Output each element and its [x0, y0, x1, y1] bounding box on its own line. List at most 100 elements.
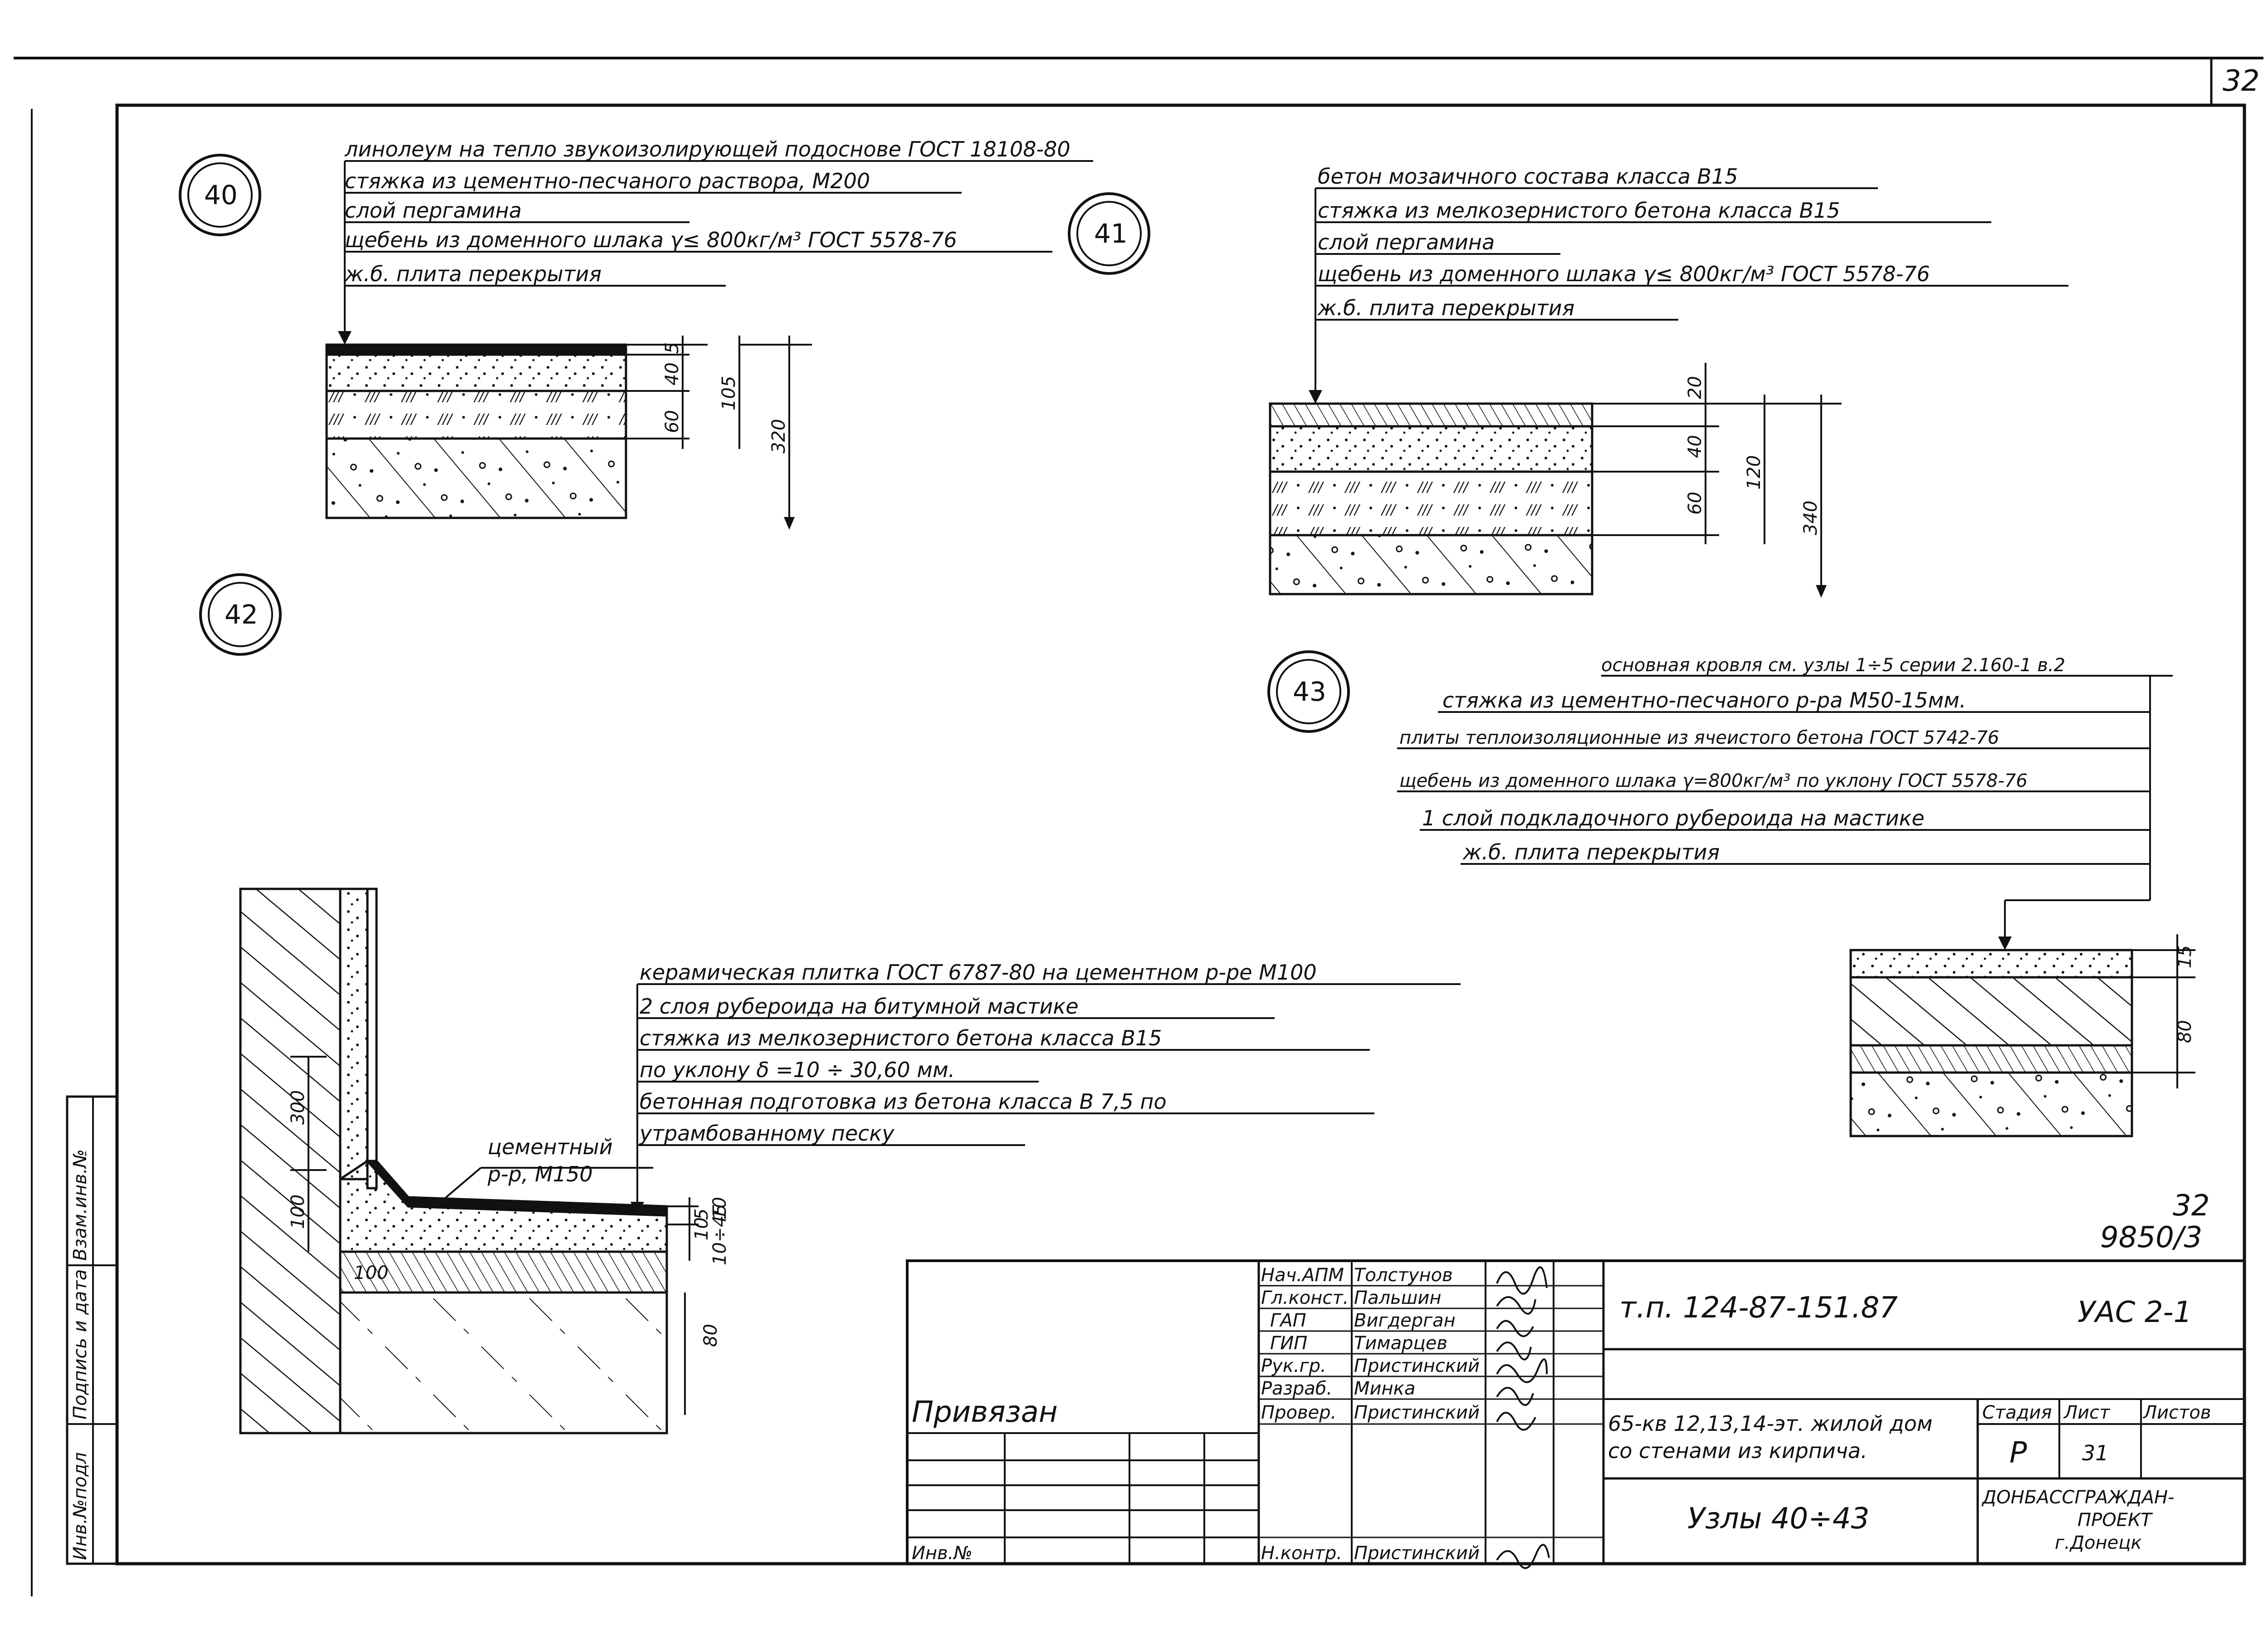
sig-role-2: Гл.конст. [1261, 1288, 1349, 1308]
node-41-number: 41 [1094, 218, 1128, 249]
sig-role-6: Разраб. [1261, 1378, 1332, 1399]
node-43-layer-2: плиты теплоизоляционные из ячеистого бет… [1399, 727, 1999, 748]
sheet-label: Лист [2063, 1402, 2111, 1423]
drawing-title: Узлы 40÷43 [1687, 1502, 1869, 1536]
stamp-vzam-inv: Взам.инв.№ [70, 1149, 91, 1261]
sheet-mark-top: 32 [2173, 1189, 2209, 1223]
node-40-layer-3: слой пергамина [345, 198, 522, 223]
node-42-layer-1: керамическая плитка ГОСТ 6787-80 на цеме… [640, 960, 1317, 985]
node-40-layer-5: ж.б. плита перекрытия [344, 262, 601, 286]
node-42-dim-100-horiz: 100 [354, 1263, 388, 1283]
node-43-dim-80: 80 [2175, 1020, 2195, 1043]
node-42-layer-4: по уклону δ =10 ÷ 30,60 мм. [640, 1058, 955, 1082]
node-43-layer-4: 1 слой подкладочного рубероида на мастик… [1422, 806, 1925, 830]
node-40-marker [179, 154, 261, 236]
node-41-layer-1: бетон мозаичного состава класса В15 [1318, 164, 1738, 189]
sig-name-2: Пальшин [1354, 1288, 1441, 1308]
node-43: 43 основная кровля см. узлы 1÷5 серии 2.… [1267, 650, 2195, 1137]
node-42-dim-10b: 10 [709, 1197, 730, 1220]
node-40: 40 линолеум на тепло звукоизолирующей по… [179, 137, 1093, 530]
node-42-marker [199, 573, 282, 656]
node-40-leader-lines [344, 160, 1093, 336]
sig-role-8: Н.контр. [1261, 1543, 1342, 1564]
node-41-dim-340: 340 [1800, 501, 1821, 535]
sig-role-5: Рук.гр. [1261, 1356, 1326, 1376]
node-42-dim-10-45: 10÷45 [709, 1204, 730, 1265]
title-block-signatures: Нач.АПМ Толстунов Гл.конст. Пальшин ГАП … [1261, 1265, 1550, 1569]
node-42-dim-10a: 10 [691, 1217, 712, 1240]
node-43-layer-3: щебень из доменного шлака γ=800кг/м³ по … [1399, 771, 2028, 791]
node-41: 41 бетон мозаичного состава класса В15 с… [1068, 164, 2068, 598]
object-line-1: 65-кв 12,13,14-эт. жилой дом [1608, 1411, 1932, 1436]
node-41-layer-4: щебень из доменного шлака γ≤ 800кг/м³ ГО… [1318, 262, 1930, 286]
side-stamp-strip [66, 1095, 118, 1565]
node-42-dim-100-vert: 100 [288, 1195, 308, 1229]
node-43-leader-lines [1397, 675, 2173, 941]
object-line-2: со стенами из кирпича. [1608, 1439, 1867, 1463]
sig-role-4: ГИП [1270, 1333, 1307, 1354]
sheet-mark-bottom: 9850/3 [2100, 1221, 2202, 1254]
node-42-layer-6: утрамбованному песку [639, 1121, 894, 1146]
node-41-dim-60: 60 [1685, 492, 1706, 515]
node-43-marker [1267, 650, 1350, 733]
organization-line-3: г.Донецк [2055, 1532, 2142, 1553]
node-40-dimensions [626, 336, 812, 526]
node-41-layer-2: стяжка из мелкозернистого бетона класса … [1318, 198, 1840, 223]
sig-name-1: Толстунов [1354, 1265, 1453, 1286]
node-42-section [239, 888, 668, 1434]
node-41-dim-20: 20 [1685, 376, 1706, 399]
sig-role-7: Провер. [1261, 1402, 1336, 1423]
node-42-side-note-2: р-р, М150 [487, 1162, 593, 1186]
node-42-dim-5: 5 [691, 1209, 712, 1220]
node-41-section [1269, 402, 1593, 595]
node-40-dim-40: 40 [662, 362, 683, 385]
node-42-dim-300: 300 [288, 1090, 308, 1125]
node-43-layer-5: ж.б. плита перекрытия [1462, 840, 1720, 864]
node-42: 42 керамическая плитка ГОСТ 6787-80 на ц… [199, 573, 1461, 1434]
sig-name-5: Пристинский [1354, 1356, 1480, 1376]
node-41-dim-120: 120 [1744, 455, 1765, 490]
sig-role-3: ГАП [1270, 1310, 1306, 1331]
node-40-number: 40 [204, 180, 238, 210]
node-43-header: основная кровля см. узлы 1÷5 серии 2.160… [1601, 655, 2065, 676]
node-41-dimensions [1592, 363, 1842, 594]
node-42-side-note-1: цементный [488, 1135, 613, 1159]
stamp-inv-podl: Инв.№подл [70, 1452, 91, 1560]
organization-line-1: ДОНБАССГРАЖДАН- [1981, 1487, 2174, 1508]
sheet-code: УАС 2-1 [2077, 1296, 2192, 1329]
node-42-dimensions [290, 1056, 699, 1415]
project-code: т.п. 124-87-151.87 [1619, 1291, 1898, 1325]
node-42-layer-3: стяжка из мелкозернистого бетона класса … [640, 1026, 1162, 1050]
node-40-dim-320: 320 [768, 419, 789, 454]
sheet-no-value: 31 [2082, 1441, 2109, 1465]
stamp-signature-date: Подпись и дата [70, 1269, 91, 1419]
node-42-dim-80: 80 [700, 1324, 721, 1347]
node-43-dimensions [2132, 934, 2195, 1088]
node-43-layer-1: стяжка из цементно-песчаного р-ра М50-15… [1442, 688, 1966, 712]
sig-name-6: Минка [1354, 1378, 1415, 1399]
node-40-section [325, 343, 627, 519]
stage-label: Стадия [1982, 1402, 2052, 1423]
node-41-layer-5: ж.б. плита перекрытия [1317, 296, 1574, 320]
organization-line-2: ПРОЕКТ [2077, 1510, 2153, 1531]
title-block [906, 1259, 2246, 1565]
node-41-layer-3: слой пергамина [1318, 230, 1495, 254]
privyazan-label: Привязан [912, 1395, 1058, 1429]
signature-scribbles [1496, 1266, 1550, 1569]
node-40-dim-60: 60 [662, 410, 683, 433]
node-40-layer-1: линолеум на тепло звукоизолирующей подос… [344, 137, 1070, 161]
node-42-layer-5: бетонная подготовка из бетона класса В 7… [640, 1089, 1167, 1114]
inv-no-label: Инв.№ [912, 1543, 973, 1564]
sig-name-7: Пристинский [1354, 1402, 1480, 1423]
sig-role-1: Нач.АПМ [1261, 1265, 1344, 1286]
node-42-number: 42 [225, 599, 258, 630]
node-41-leader-lines [1315, 187, 2068, 395]
node-40-layer-2: стяжка из цементно-песчаного раствора, М… [345, 169, 870, 193]
node-42-leader-lines [435, 983, 1461, 1207]
node-40-dim-5: 5 [662, 342, 683, 354]
stage-value: Р [2009, 1436, 2027, 1470]
node-42-layer-2: 2 слоя рубероида на битумной мастике [640, 994, 1079, 1019]
node-43-number: 43 [1293, 676, 1326, 707]
node-40-dim-105: 105 [719, 376, 739, 410]
